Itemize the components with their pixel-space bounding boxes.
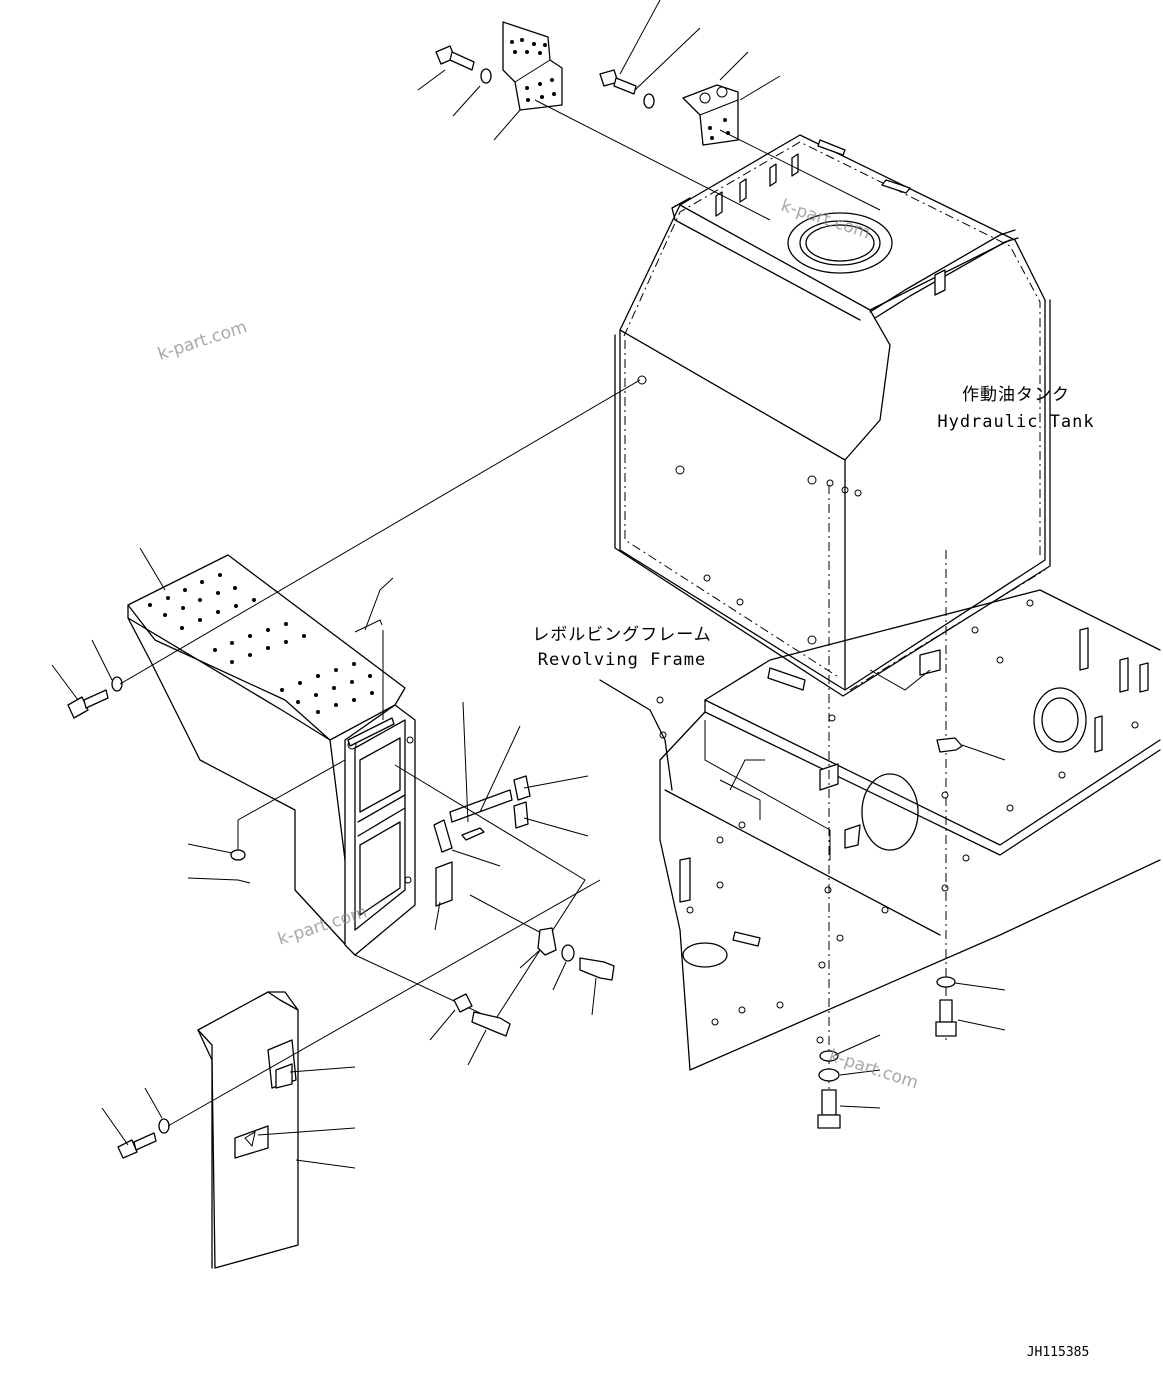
hydraulic-tank — [614, 134, 1051, 697]
watermark: k-part.com — [778, 196, 872, 244]
watermark: k-part.com — [826, 1046, 920, 1094]
tank-mount-bolts — [817, 485, 1006, 1129]
clip-and-bolts — [429, 927, 615, 1066]
hydraulic-tank-label-jp: 作動油タンク — [962, 385, 1070, 405]
annotation-labels: 作動油タンク Hydraulic Tank レボルビングフレーム Revolvi… — [532, 385, 1094, 1360]
watermark: k-part.com — [155, 317, 249, 365]
revolving-frame — [599, 589, 1161, 1071]
revolving-frame-label-jp: レボルビングフレーム — [532, 625, 712, 645]
side-cover — [101, 879, 601, 1269]
top-mounting-brackets — [417, 0, 881, 221]
hydraulic-tank-label-en: Hydraulic Tank — [937, 412, 1094, 432]
drawing-code: JH115385 — [1027, 1345, 1090, 1360]
step-cover — [51, 379, 641, 956]
revolving-frame-label-en: Revolving Frame — [538, 650, 707, 670]
